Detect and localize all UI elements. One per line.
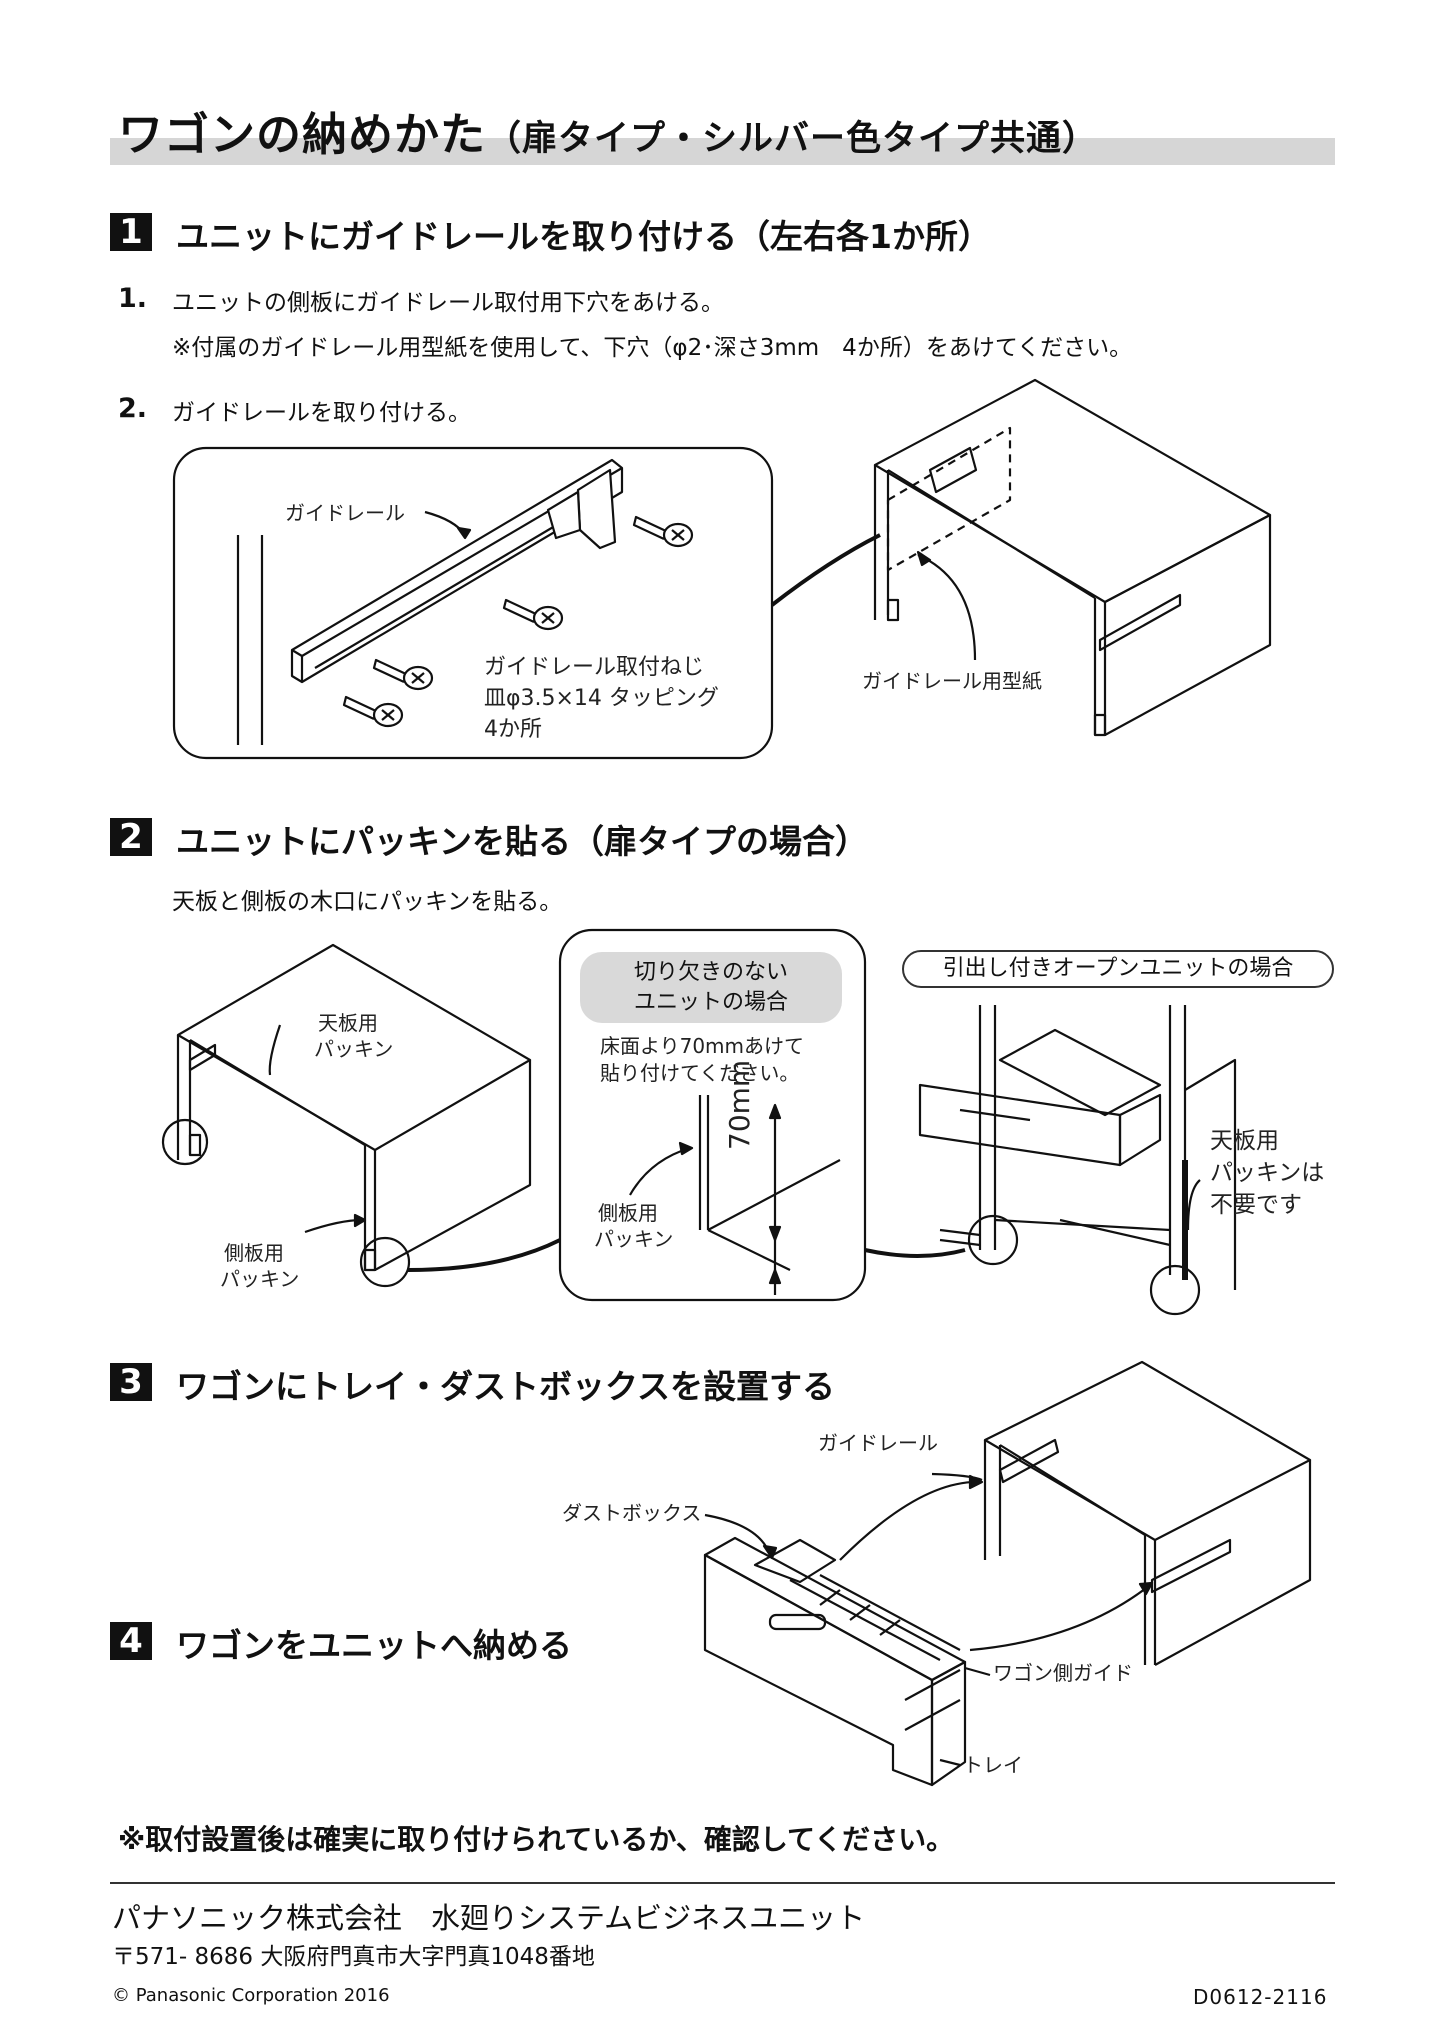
page-subtitle: （扉タイプ・シルバー色タイプ共通） [486, 119, 1099, 159]
step-3-number: 3 [110, 1363, 152, 1401]
item-1-number: 1. [118, 283, 148, 314]
nocut-text-1: 床面より70mmあけて [600, 1034, 805, 1058]
label-screw-line-1: ガイドレール取付ねじ [484, 655, 705, 680]
inset-side-packing-2: パッキン [594, 1227, 674, 1251]
item-2-number: 2. [118, 393, 148, 424]
not-needed-line-1: 天板用 [1210, 1128, 1279, 1154]
step-1-number: 1 [110, 213, 152, 251]
nocut-title-line-2: ユニットの場合 [633, 989, 788, 1015]
installation-note: ※取付設置後は確実に取り付けられているか、確認してください。 [118, 1823, 955, 1856]
step-2-title: ユニットにパッキンを貼る（扉タイプの場合） [176, 822, 869, 861]
unit-cabinet-1 [873, 378, 1272, 737]
label-guide-rail: ガイドレール [285, 501, 405, 525]
nocut-title-line-1: 切り欠きのない [633, 960, 788, 985]
label-wagon-guide: ワゴン側ガイド [993, 1661, 1133, 1685]
item-2-text: ガイドレールを取り付ける。 [172, 400, 471, 426]
detail-circle-2 [359, 1236, 411, 1288]
item-1-text: ユニットの側板にガイドレール取付用下穴をあける。 [172, 290, 724, 316]
detail-circle-3 [967, 1214, 1019, 1266]
label-side-packing-2: パッキン [220, 1267, 300, 1291]
open-unit-caption: 引出し付きオープンユニットの場合 [902, 950, 1334, 988]
label-dust-box: ダストボックス [562, 1501, 702, 1525]
document-code: D0612-2116 [1193, 1985, 1328, 2009]
step-4-title: ワゴンをユニットへ納める [176, 1626, 572, 1665]
dimension-70mm: 70mm [723, 1059, 756, 1150]
label-top-packing-1: 天板用 [318, 1011, 378, 1035]
not-needed-line-3: 不要です [1210, 1192, 1302, 1218]
title-underline-bar [110, 138, 1335, 165]
label-screw-line-2: 皿φ3.5×14 タッピング [484, 686, 719, 711]
step-2-number: 2 [110, 818, 152, 856]
item-1-note: ※付属のガイドレール用型紙を使用して、下穴（φ2･深さ3mm 4か所）をあけてく… [172, 335, 1133, 361]
detail-circle-1 [161, 1118, 209, 1166]
guide-rail-drawing [290, 458, 624, 684]
inset-side-packing-1: 側板用 [598, 1201, 658, 1225]
label-guide-rail-2: ガイドレール [818, 1431, 938, 1455]
step-3-title: ワゴンにトレイ・ダストボックスを設置する [176, 1367, 836, 1406]
nocut-text-2: 貼り付けてください。 [600, 1061, 800, 1085]
wagon-drawing [703, 1536, 967, 1787]
inset-frame [558, 928, 867, 1302]
label-rail-template: ガイドレール用型紙 [862, 669, 1042, 693]
label-side-packing-1: 側板用 [224, 1241, 284, 1265]
page-title: ワゴンの納めかた（扉タイプ・シルバー色タイプ共通） [118, 108, 1099, 161]
unit-cabinet-3 [983, 1360, 1312, 1666]
footer-company: パナソニック株式会社 水廻りシステムビジネスユニット [112, 1901, 866, 1935]
label-screw-line-3: 4か所 [484, 717, 542, 742]
step-1-title: ユニットにガイドレールを取り付ける（左右各1か所） [176, 217, 991, 256]
unit-cabinet-2 [176, 943, 532, 1272]
screw-icons [342, 515, 694, 728]
step-2-text: 天板と側板の木口にパッキンを貼る。 [172, 889, 563, 915]
label-top-packing-2: パッキン [314, 1037, 394, 1061]
step-4-number: 4 [110, 1622, 152, 1660]
footer-copyright: © Panasonic Corporation 2016 [112, 1985, 390, 2006]
label-tray: トレイ [963, 1753, 1023, 1777]
footer-address: 〒571- 8686 大阪府門真市大字門真1048番地 [112, 1944, 595, 1970]
detail-circle-4 [1149, 1264, 1201, 1316]
footer-divider [110, 1882, 1335, 1884]
nocut-title-badge: 切り欠きのない ユニットの場合 [580, 952, 842, 1024]
not-needed-line-2: パッキンは [1210, 1160, 1325, 1186]
